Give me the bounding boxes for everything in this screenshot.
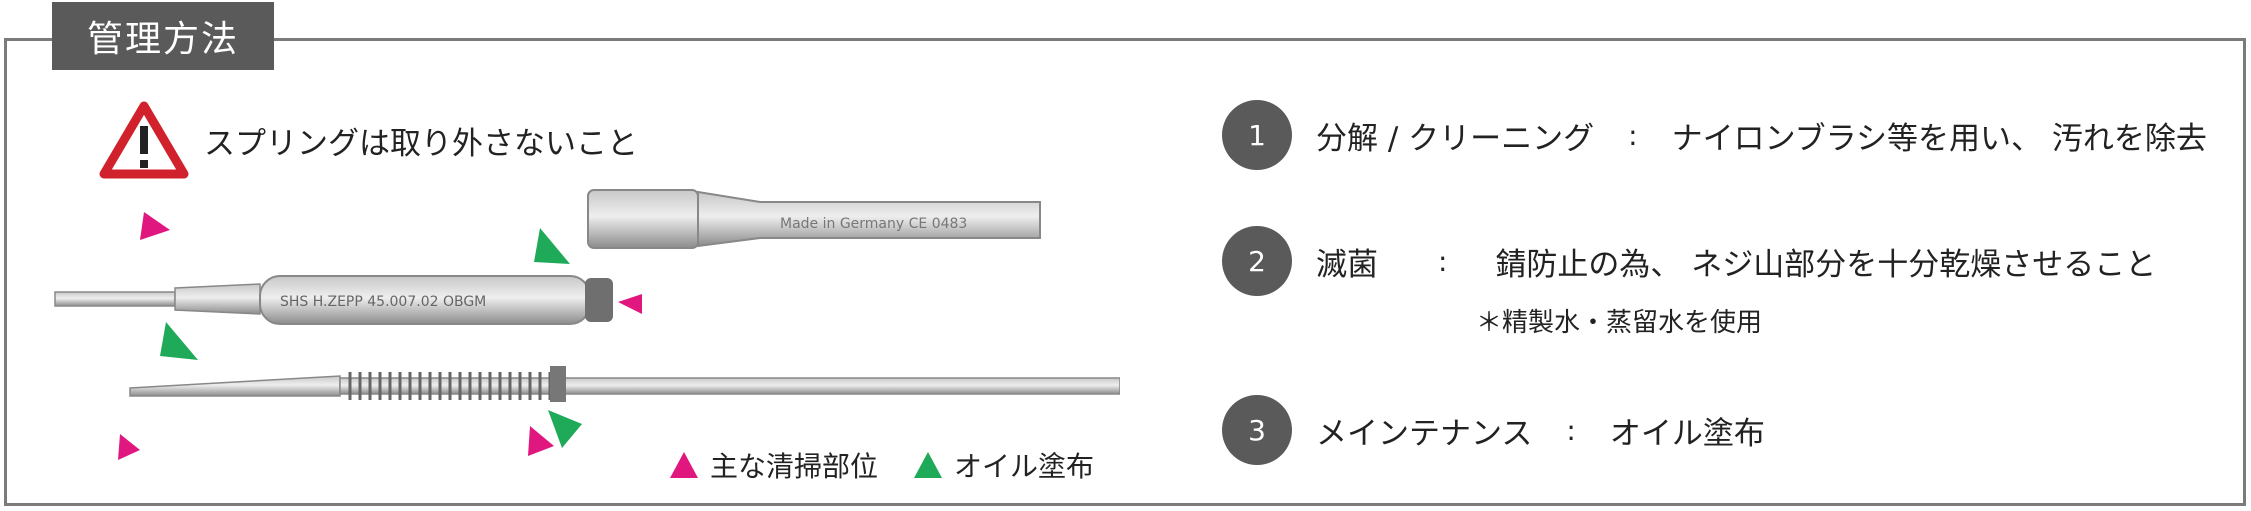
step-label: メインテナンス: [1316, 415, 1533, 452]
legend-label-oil: オイル塗布: [954, 450, 1095, 483]
step-description: ナイロンブラシ等を用い、 汚れを除去: [1671, 120, 2207, 157]
step-description: オイル塗布: [1609, 415, 1765, 452]
step-1: 1 分解 / クリーニング : ナイロンブラシ等を用い、 汚れを除去: [1222, 100, 2207, 170]
step-2-note: ＊精製水・蒸留水を使用: [1476, 308, 1763, 338]
step-label: 滅菌: [1316, 246, 1378, 283]
step-description: 錆防止の為、 ネジ山部分を十分乾燥させること: [1495, 246, 2157, 283]
oil-markers: [160, 228, 582, 448]
step-number: 1: [1222, 100, 1292, 170]
warning-text: スプリングは取り外さないこと: [204, 125, 638, 162]
handle-marking: SHS H.ZEPP 45.007.02 OBGM: [280, 294, 486, 310]
handle-part: SHS H.ZEPP 45.007.02 OBGM: [54, 275, 613, 325]
step-number: 3: [1222, 395, 1292, 465]
pink-triangle-icon: [670, 452, 698, 478]
legend-item-cleaning: 主な清掃部位: [670, 445, 878, 485]
shaft-part: [129, 366, 1121, 402]
step-number: 2: [1222, 226, 1292, 296]
content-frame: [4, 38, 2246, 506]
sleeve-part: Made in Germany CE 0483: [587, 189, 1041, 249]
step-3: 3 メインテナンス : オイル塗布: [1222, 395, 1765, 465]
step-separator: :: [1566, 413, 1576, 447]
sleeve-marking: Made in Germany CE 0483: [780, 216, 967, 232]
instrument-illustration: Made in Germany CE 0483 SHS H.ZEPP 45.00…: [40, 170, 1121, 490]
warning-triangle-icon: [99, 101, 189, 179]
legend-label-cleaning: 主な清掃部位: [710, 450, 879, 483]
step-separator: :: [1628, 118, 1638, 152]
section-title: 管理方法: [52, 2, 274, 70]
step-label: 分解 / クリーニング: [1316, 120, 1595, 157]
step-separator: :: [1438, 244, 1448, 278]
legend-item-oil: オイル塗布: [914, 445, 1094, 485]
warning-notice: スプリングは取り外さないこと: [98, 100, 638, 180]
legend: 主な清掃部位 オイル塗布: [670, 445, 1130, 485]
step-2: 2 滅菌 : 錆防止の為、 ネジ山部分を十分乾燥させること: [1222, 226, 2156, 296]
cleaning-markers: [118, 212, 642, 460]
green-triangle-icon: [914, 452, 943, 478]
